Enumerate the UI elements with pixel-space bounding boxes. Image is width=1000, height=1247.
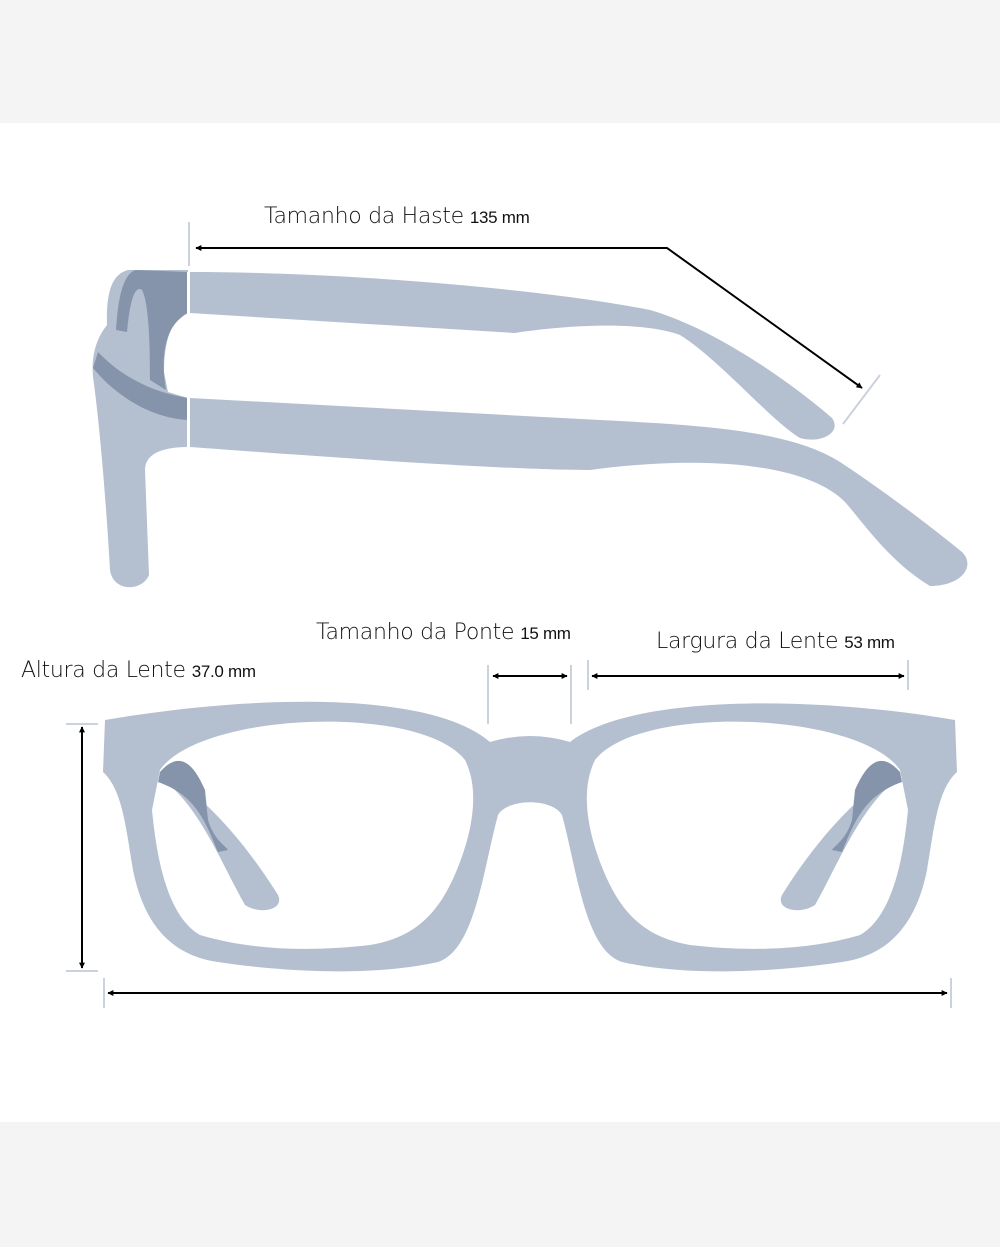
label-value: 135 mm xyxy=(469,208,530,227)
label-text: Tamanho da Haste xyxy=(264,204,464,229)
left-temple-inner xyxy=(162,770,280,911)
measurement-guides xyxy=(66,222,952,1008)
temple-length-arrow xyxy=(195,245,863,389)
right-temple-inner xyxy=(780,770,898,911)
nosepad-dark xyxy=(93,352,188,420)
label-value: 53 mm xyxy=(844,633,895,652)
lens-width-label: Largura da Lente 53 mm xyxy=(656,629,895,654)
label-text: Tamanho da Ponte xyxy=(316,620,515,645)
bridge-width-label: Tamanho da Ponte 15 mm xyxy=(316,620,571,645)
temple-length-label: Tamanho da Haste 135 mm xyxy=(264,204,530,229)
glasses-side-view xyxy=(92,270,968,588)
label-text: Largura da Lente xyxy=(656,629,839,654)
frame-hinge-dark xyxy=(116,270,188,390)
label-value: 37.0 mm xyxy=(191,662,256,681)
temple-lower-arm xyxy=(190,398,968,586)
label-value: 15 mm xyxy=(520,624,571,643)
lens-height-label: Altura da Lente 37.0 mm xyxy=(21,658,256,683)
label-text: Altura da Lente xyxy=(21,658,186,683)
right-lens xyxy=(586,721,908,949)
glasses-front-view xyxy=(103,701,957,972)
left-lens xyxy=(152,721,474,949)
